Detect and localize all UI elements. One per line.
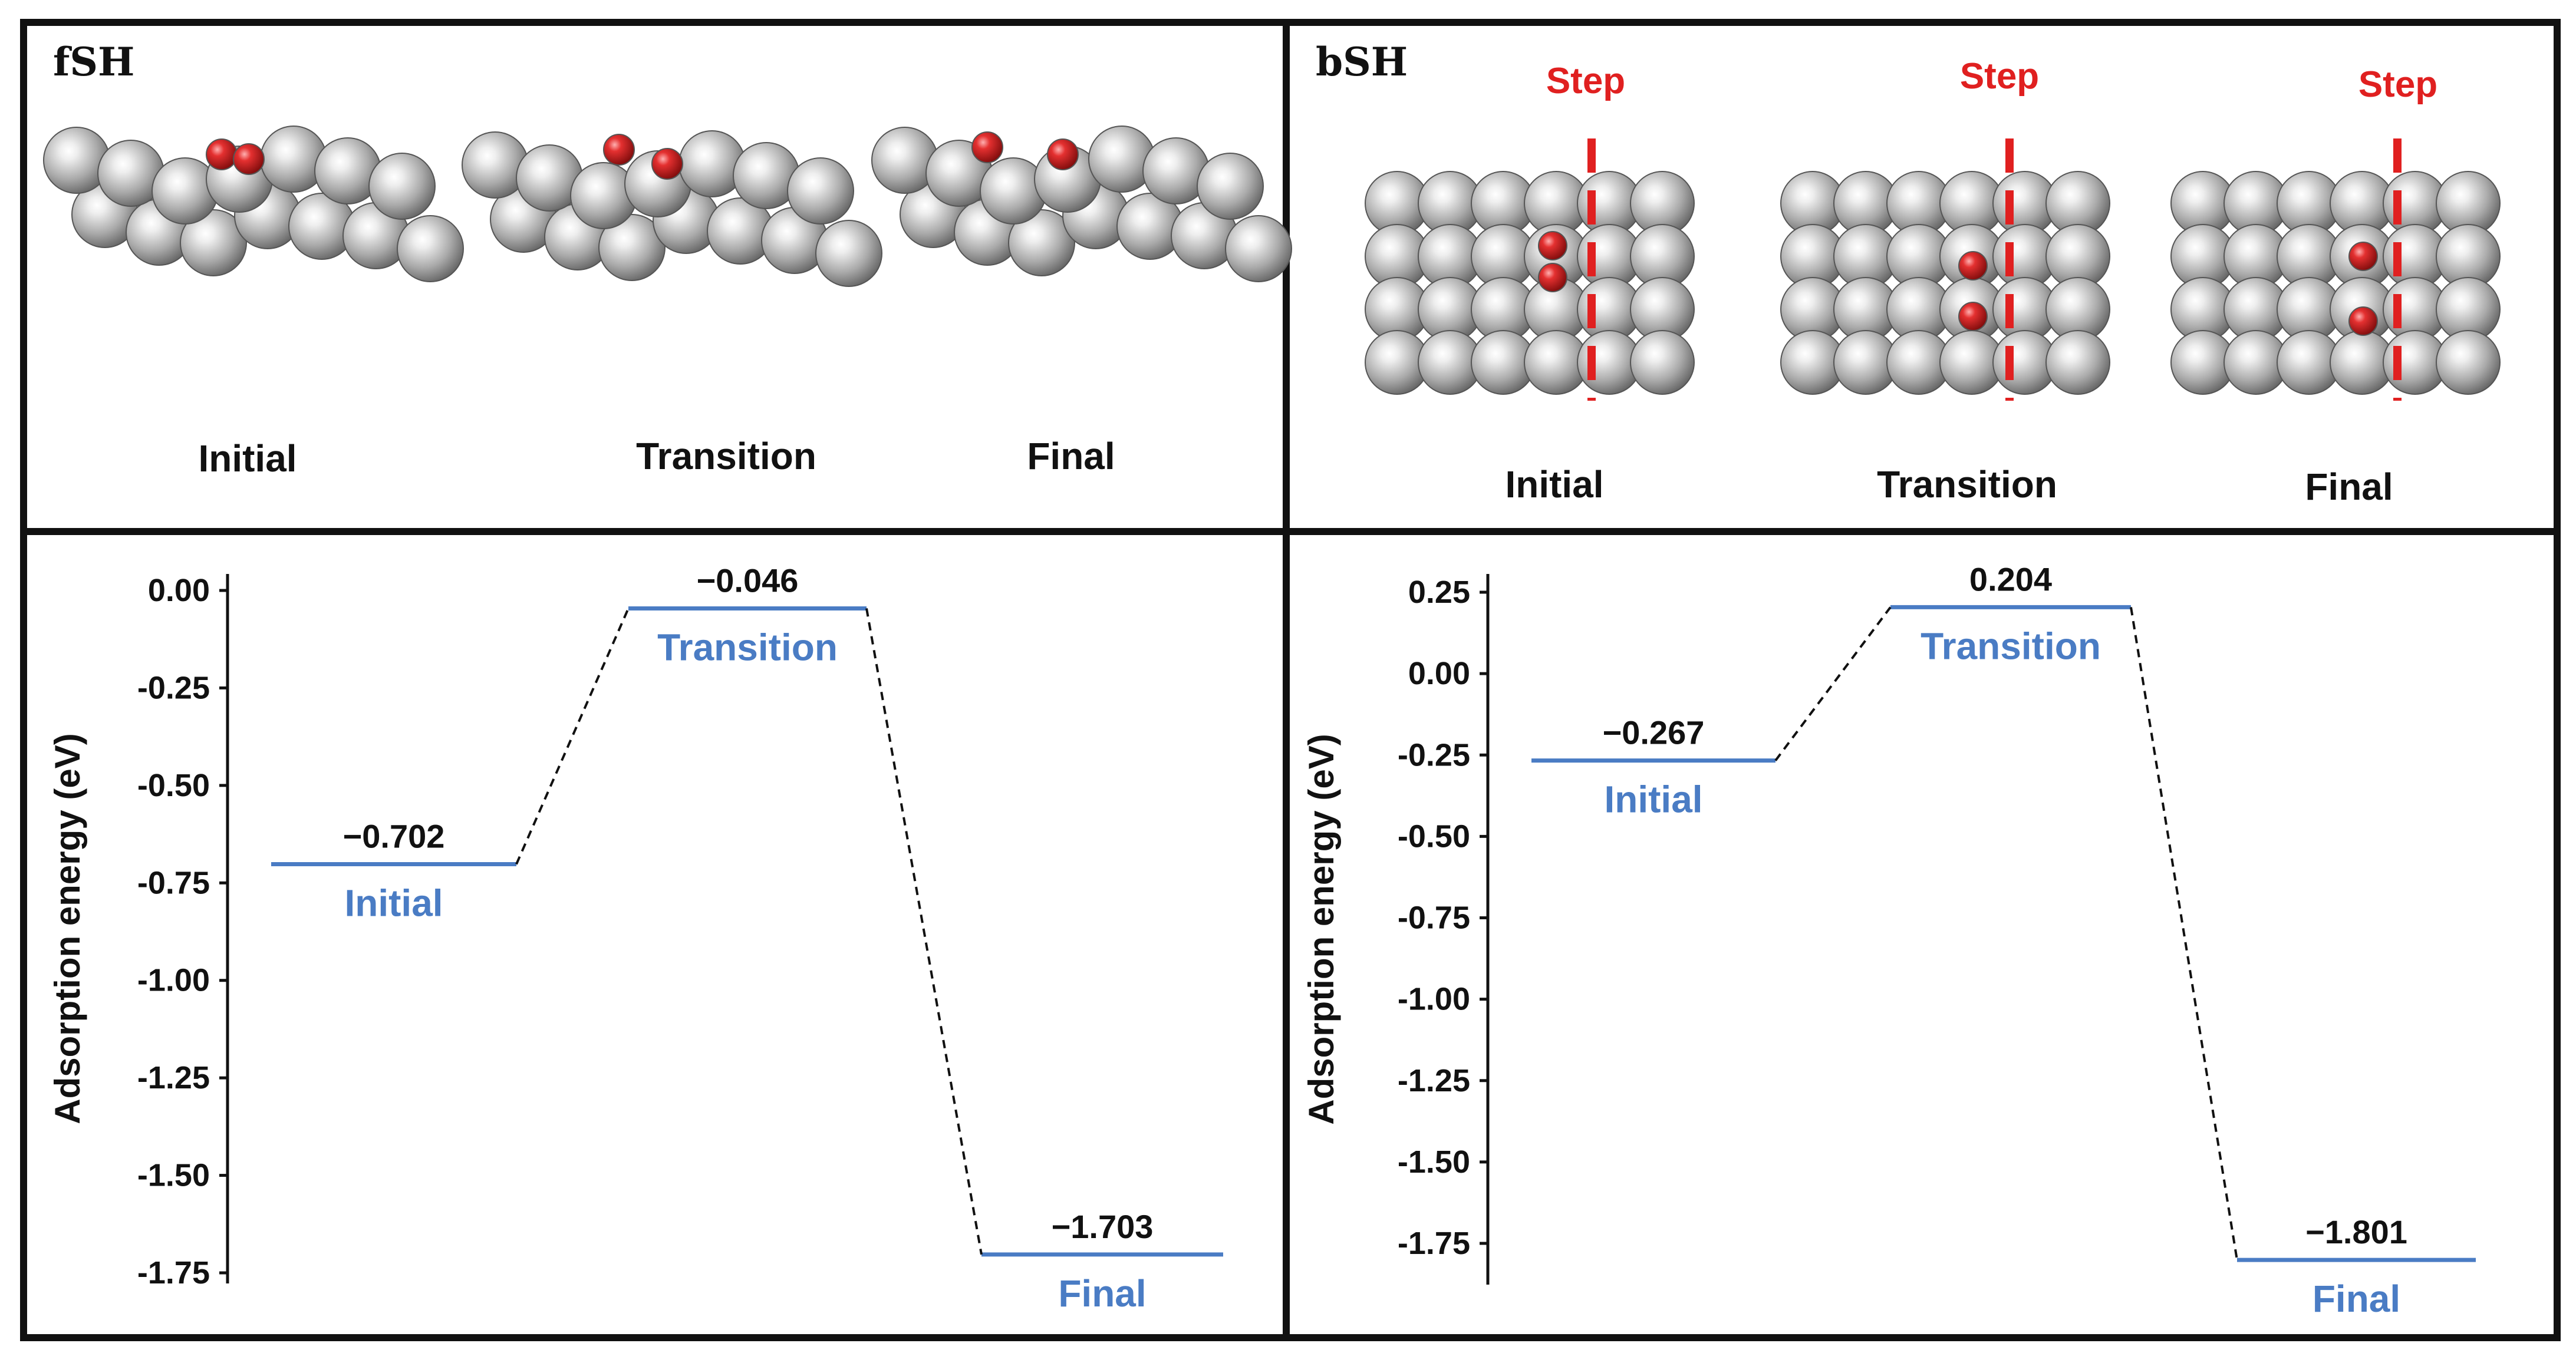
state-label-transition: Transition [1921, 625, 2101, 667]
state-label-final: Final [1058, 1272, 1146, 1315]
data-label-initial: −0.267 [1603, 714, 1705, 751]
metal-atom [598, 214, 666, 281]
side-view-slab [871, 126, 1292, 282]
adsorbate-atom [651, 148, 683, 180]
top-view-slab [2170, 138, 2501, 401]
connector-line [1774, 606, 1892, 761]
right-structure-label-final: Final [2305, 466, 2393, 508]
y-tick-label: 0.25 [1408, 575, 1470, 610]
y-tick-label: -1.00 [137, 963, 210, 998]
state-label-transition: Transition [657, 626, 838, 668]
metal-atom [180, 209, 247, 276]
y-tick-label: 0.00 [148, 573, 210, 608]
left-structure-label-transition: Transition [636, 435, 816, 477]
panel-frames [20, 19, 2561, 1341]
adsorbate-atom [1538, 263, 1567, 292]
adsorbate-atom [603, 134, 635, 166]
right-structure-images [1365, 138, 2501, 401]
side-view-slab [43, 126, 464, 282]
left-structure-images [43, 126, 1292, 287]
y-tick-label: -1.75 [1398, 1226, 1470, 1261]
data-label-transition: −0.046 [697, 562, 799, 599]
connector-line [515, 608, 630, 865]
chart-left: 0.00 -0.25 -0.50 -0.75 -1.00 -1.25 -1.50 -1.75 A… [48, 562, 1223, 1315]
y-tick-label: -0.50 [1398, 819, 1470, 854]
y-tick-label: -0.25 [1398, 737, 1470, 773]
left-structure-label-initial: Initial [198, 437, 297, 480]
state-label-initial: Initial [1604, 778, 1702, 821]
y-tick-label: -1.25 [1398, 1063, 1470, 1098]
metal-atom [397, 215, 464, 282]
top-view-slab [1365, 138, 1695, 401]
y-tick-label: 0.00 [1408, 656, 1470, 691]
step-label-transition: Step [1960, 56, 2039, 97]
state-label-final: Final [2313, 1278, 2400, 1320]
data-label-transition: 0.204 [1969, 560, 2052, 598]
right-structure-label-initial: Initial [1505, 463, 1603, 506]
metal-atom [1008, 209, 1075, 276]
adsorbate-atom [2348, 306, 2378, 336]
metal-atom [1630, 330, 1695, 395]
y-axis-label: Adsorption energy (eV) [1302, 734, 1341, 1124]
right-panel-title: bSH [1316, 39, 1408, 85]
y-tick-label: -1.50 [1398, 1144, 1470, 1180]
metal-atom [1197, 153, 1264, 220]
y-tick-label: -1.50 [137, 1158, 210, 1193]
metal-atom [787, 157, 854, 225]
state-label-initial: Initial [344, 882, 443, 925]
adsorbate-atom [971, 131, 1003, 163]
connector-line [865, 608, 983, 1255]
right-structure-label-transition: Transition [1877, 463, 2057, 506]
y-tick-label: -1.75 [137, 1255, 210, 1291]
top-view-slab [1780, 138, 2110, 401]
data-label-initial: −0.702 [343, 818, 445, 855]
metal-atom [1225, 215, 1292, 282]
chart-right: 0.25 0.00 -0.25 -0.50 -0.75 -1.00 -1.25 -1.50 -1… [1302, 560, 2476, 1320]
metal-atom [2045, 330, 2110, 395]
outer-frame [20, 19, 2561, 1341]
adsorbate-atom [233, 143, 265, 175]
y-tick-label: -0.25 [137, 670, 210, 705]
adsorbate-atom [1047, 138, 1079, 170]
y-tick-label: -1.25 [137, 1060, 210, 1095]
metal-atom [815, 220, 882, 287]
adsorbate-atom [1538, 231, 1567, 260]
adsorbate-atom [1958, 251, 1988, 280]
connector-line [2130, 607, 2238, 1260]
y-axis-label: Adsorption energy (eV) [48, 733, 87, 1124]
adsorbate-atom [1958, 302, 1988, 331]
left-panel-title: fSH [53, 39, 134, 85]
y-tick-label: -0.75 [137, 865, 210, 900]
y-tick-label: -1.00 [1398, 982, 1470, 1017]
y-tick-label: -0.50 [137, 768, 210, 803]
adsorbate-atom [206, 138, 238, 170]
left-structure-label-final: Final [1027, 435, 1115, 477]
data-label-final: −1.703 [1052, 1208, 1154, 1245]
y-tick-label: -0.75 [1398, 900, 1470, 936]
metal-atom [368, 153, 436, 220]
data-label-final: −1.801 [2305, 1213, 2407, 1250]
side-view-slab [462, 130, 882, 287]
step-label-final: Step [2358, 64, 2437, 105]
step-label-initial: Step [1546, 61, 1625, 101]
metal-atom [2436, 330, 2501, 395]
adsorbate-atom [2348, 242, 2378, 271]
